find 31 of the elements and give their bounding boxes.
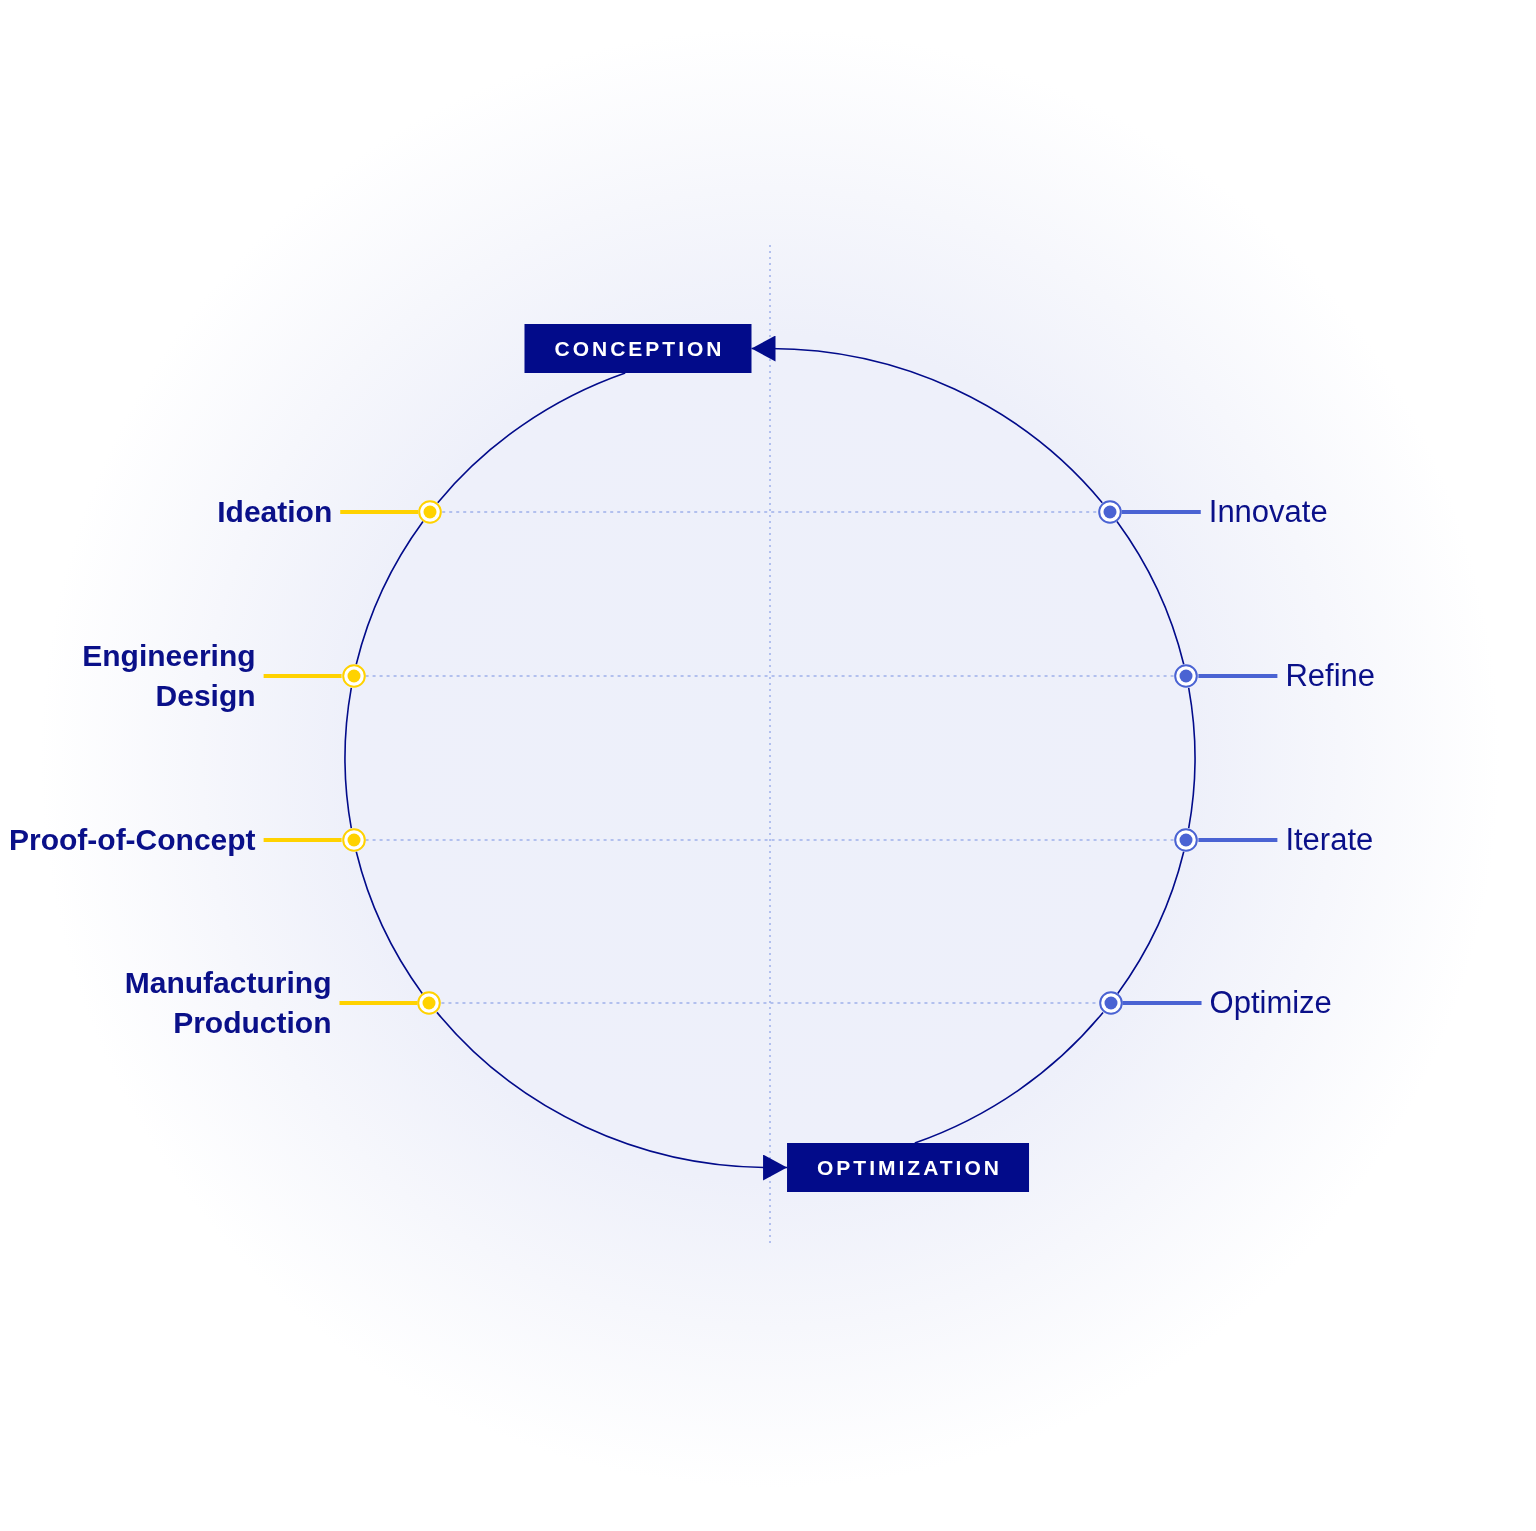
arc-line	[914, 1011, 1104, 1144]
dotted-guide-line	[441, 511, 1099, 513]
step-label: Engineering Design	[82, 636, 256, 716]
leader-line	[263, 838, 342, 842]
leader-line	[1198, 674, 1278, 678]
step-label: Optimize	[1209, 983, 1332, 1023]
arc-line	[436, 372, 626, 504]
step-label: Innovate	[1208, 492, 1328, 532]
arc-line	[1116, 520, 1185, 666]
leader-line	[1121, 510, 1201, 514]
arc-arrow	[436, 1011, 788, 1181]
step-label: Proof-of-Concept	[9, 820, 256, 860]
dotted-guide-line	[364, 675, 1176, 677]
arc-line	[1116, 850, 1185, 995]
phase-box: CONCEPTION	[524, 324, 752, 373]
leader-line	[263, 674, 342, 678]
phase-box: OPTIMIZATION	[787, 1143, 1029, 1192]
leader-line	[1122, 1001, 1202, 1005]
step-label: Manufacturing Production	[124, 963, 332, 1043]
arc-line	[1187, 686, 1196, 830]
arc-line	[355, 850, 424, 995]
leader-line	[340, 510, 419, 514]
step-label: Refine	[1285, 656, 1375, 696]
leader-line	[1198, 838, 1278, 842]
leader-line	[339, 1001, 418, 1005]
step-label: Ideation	[217, 492, 333, 532]
step-label: Iterate	[1285, 820, 1374, 860]
dotted-guide-line	[364, 839, 1176, 841]
arc-line	[355, 520, 424, 666]
arc-arrow	[750, 335, 1104, 504]
arc-line	[344, 686, 353, 830]
